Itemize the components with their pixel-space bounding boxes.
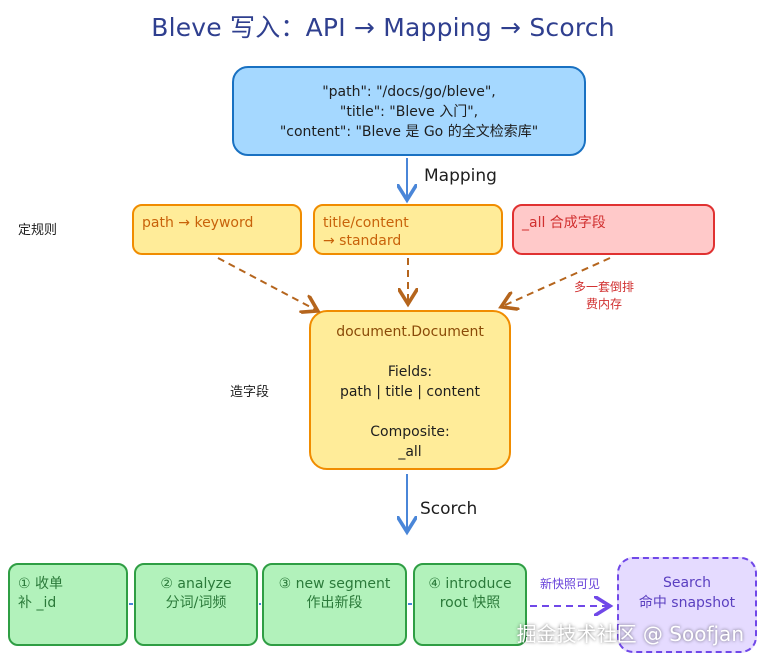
arrow-all-rule-to-document [503, 257, 611, 306]
diagram-title: Bleve 写入：API → Mapping → Scorch [151, 13, 615, 42]
rules-row-label: 定规则 [18, 223, 58, 238]
snapshot-visible-note: 新快照可见 [540, 577, 601, 591]
step-analyze: ② analyze 分词/词频 [134, 563, 258, 646]
step-introduce-line2: root 快照 [439, 595, 501, 611]
rule-path-keyword: path → keyword [132, 204, 302, 255]
all-field-note-line1: 多一套倒排 [573, 280, 634, 294]
document-box: document.Document Fields: path | title |… [309, 310, 511, 470]
step-receive-line2: 补 _id [18, 595, 57, 611]
rule-title-content-standard: title/content → standard [313, 204, 503, 255]
search-line2: 命中 snapshot [638, 595, 736, 611]
rule-all-composite: _all 合成字段 [512, 204, 715, 255]
all-field-note-line2: 费内存 [585, 297, 622, 311]
search-line1: Search [662, 575, 712, 591]
step-receive-line1: ① 收单 [18, 576, 64, 592]
scorch-label: Scorch [420, 499, 478, 519]
fields-heading: Fields: [387, 364, 433, 380]
step-introduce-line1: ④ introduce [428, 576, 512, 592]
source-path-line: "path": "/docs/go/bleve", [322, 84, 496, 100]
fields-list: path | title | content [339, 384, 481, 400]
step-analyze-line2: 分词/词频 [165, 595, 227, 611]
watermark: 掘金技术社区 @ Soofjan [516, 622, 744, 646]
step-analyze-line1: ② analyze [160, 576, 232, 592]
fields-row-label: 造字段 [230, 385, 270, 400]
composite-list: _all [398, 444, 422, 460]
rule-path-line1: path → keyword [142, 215, 254, 231]
source-title-line: "title": "Bleve 入门", [339, 104, 479, 120]
mapping-label: Mapping [424, 166, 497, 186]
composite-heading: Composite: [370, 424, 450, 440]
rule-all-line1: _all 合成字段 [522, 215, 606, 231]
all-field-note: 多一套倒排 费内存 [564, 279, 644, 313]
step-segment-line2: 作出新段 [306, 595, 363, 611]
step-receive: ① 收单 补 _id [8, 563, 128, 646]
rule-title-line1: title/content [323, 215, 409, 231]
source-document-box: "path": "/docs/go/bleve", "title": "Blev… [232, 66, 586, 156]
document-title: document.Document [336, 324, 484, 340]
step-segment-line1: ③ new segment [278, 576, 391, 592]
arrow-path-rule-to-document [217, 257, 316, 310]
step-introduce: ④ introduce root 快照 [413, 563, 527, 646]
source-content-line: "content": "Bleve 是 Go 的全文检索库" [279, 124, 539, 140]
search-box: Search 命中 snapshot [617, 557, 757, 653]
step-new-segment: ③ new segment 作出新段 [262, 563, 407, 646]
rule-title-line2: → standard [323, 233, 402, 249]
